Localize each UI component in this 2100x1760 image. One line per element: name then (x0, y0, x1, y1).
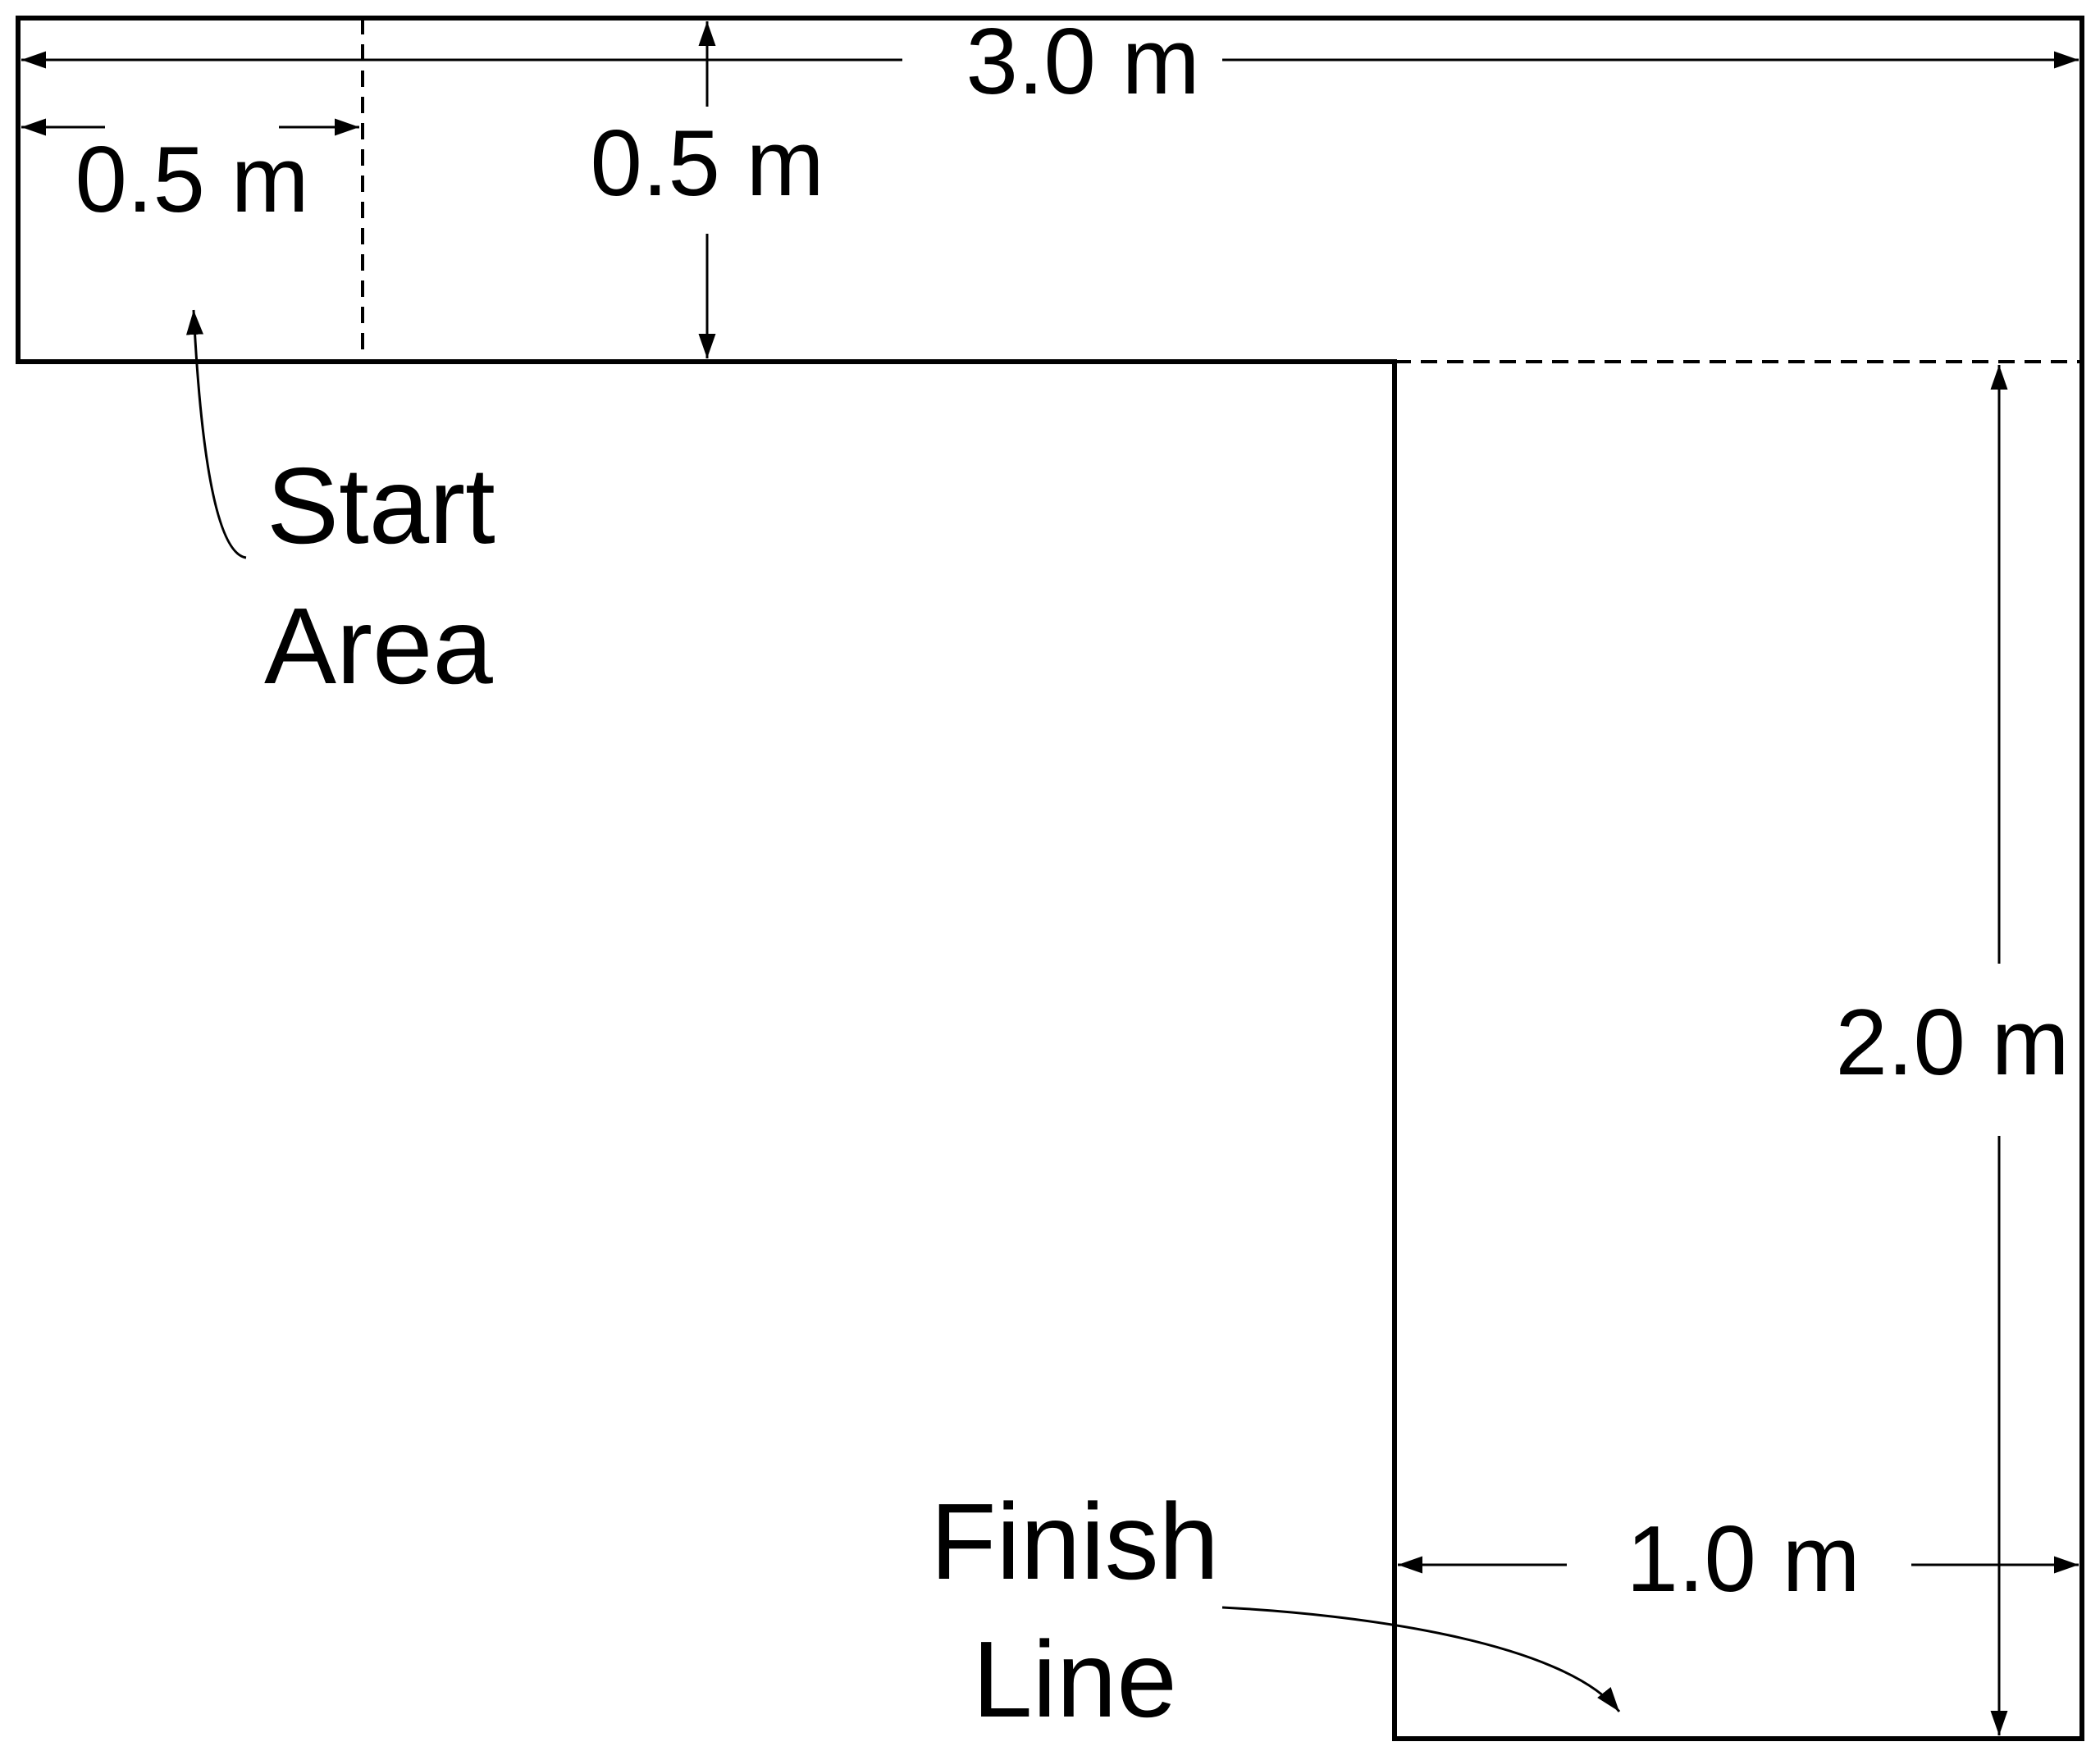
corridor-height-label: 0.5 m (590, 112, 824, 216)
total-width-label: 3.0 m (966, 10, 1199, 114)
start-area-label-line2: Area (264, 586, 493, 706)
right-height-label: 2.0 m (1835, 991, 2069, 1095)
start-area-label-line1: Start (267, 445, 495, 566)
start-area-pointer (185, 309, 247, 559)
finish-line-label-line1: Finish (930, 1481, 1219, 1602)
finish-line-pointer (1221, 1606, 1621, 1712)
start-width-label: 0.5 m (75, 128, 308, 232)
course-outline (16, 16, 2084, 1741)
finish-line-label-line2: Line (972, 1619, 1177, 1739)
finish-width-label: 1.0 m (1626, 1507, 1860, 1612)
